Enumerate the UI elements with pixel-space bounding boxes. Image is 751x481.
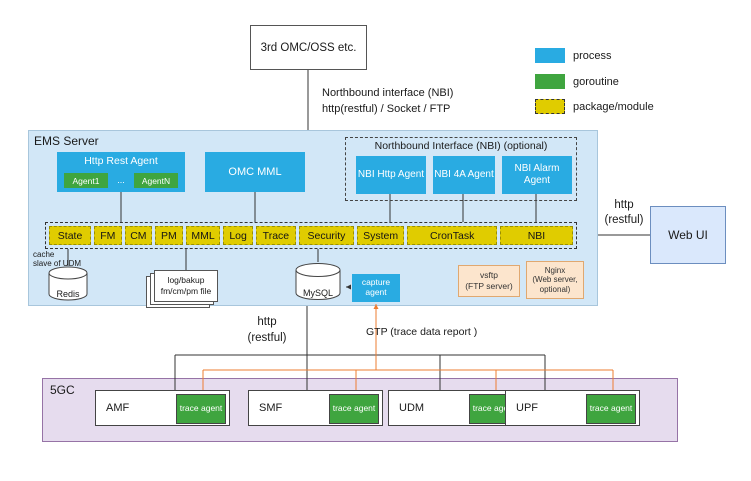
- amf-trace-agent: trace agent: [176, 394, 226, 424]
- node-smf-label: SMF: [259, 402, 283, 414]
- log-store-line1: log/bakup: [167, 275, 205, 286]
- legend-process-swatch: [535, 48, 565, 63]
- node-amf: AMF trace agent: [95, 390, 230, 426]
- nginx-box: Nginx (Web server, optional): [526, 261, 584, 299]
- south-link-label: http (restful): [232, 314, 302, 346]
- legend-goroutine-label: goroutine: [573, 76, 619, 88]
- nbi-link-label: Northbound interface (NBI) http(restful)…: [322, 85, 453, 117]
- redis-label: Redis: [56, 289, 80, 299]
- web-ui-box: Web UI: [650, 206, 726, 264]
- module-security: Security: [299, 226, 354, 245]
- nginx-line1: Nginx: [544, 265, 566, 275]
- ems-server-title: EMS Server: [34, 134, 99, 148]
- redis-note: cache slave of UDM: [33, 250, 81, 268]
- webui-link-line1: http: [614, 199, 634, 211]
- redis-note-line1: cache: [33, 250, 55, 259]
- mysql-label: MySQL: [302, 288, 333, 298]
- module-crontask: CronTask: [407, 226, 497, 245]
- legend-package-label: package/module: [573, 101, 654, 113]
- omc-mml-box: OMC MML: [205, 152, 305, 192]
- log-store-line2: fm/cm/pm file: [160, 286, 212, 296]
- third-party-omc-box: 3rd OMC/OSS etc.: [250, 25, 367, 70]
- node-udm: UDM trace agent: [388, 390, 523, 426]
- agent1-chip: Agent1: [64, 173, 108, 188]
- legend-package-swatch: [535, 99, 565, 114]
- module-system: System: [356, 226, 405, 245]
- third-party-omc-label: 3rd OMC/OSS etc.: [260, 41, 357, 54]
- file-page-front: log/bakup fm/cm/pm file: [154, 270, 218, 302]
- nginx-line3: optional): [539, 284, 571, 294]
- nbi-4a-agent-box: NBI 4A Agent: [433, 156, 495, 194]
- vsftp-line1: vsftp: [480, 270, 498, 281]
- redis-cylinder: Redis: [48, 266, 88, 302]
- vsftp-line2: (FTP server): [465, 281, 513, 291]
- nbi-group: Northbound Interface (NBI) (optional) NB…: [345, 137, 577, 201]
- upf-trace-agent: trace agent: [586, 394, 636, 424]
- mysql-cylinder: MySQL: [295, 262, 341, 302]
- webui-link-line2: (restful): [604, 214, 644, 226]
- module-mml: MML: [185, 226, 221, 245]
- gtp-label: GTP (trace data report ): [366, 326, 478, 338]
- vsftp-box: vsftp (FTP server): [458, 265, 520, 297]
- http-rest-agent-box: Http Rest Agent Agent1 ... AgentN: [57, 152, 185, 192]
- module-nbi: NBI: [499, 226, 573, 245]
- nbi-http-agent-box: NBI Http Agent: [356, 156, 426, 194]
- smf-trace-agent: trace agent: [329, 394, 379, 424]
- node-udm-label: UDM: [399, 402, 425, 414]
- node-amf-label: AMF: [106, 402, 130, 414]
- nbi-link-line2: http(restful) / Socket / FTP: [322, 103, 451, 115]
- module-trace: Trace: [255, 226, 297, 245]
- agentN-chip: AgentN: [134, 173, 178, 188]
- omc-mml-label: OMC MML: [228, 166, 282, 178]
- nbi-alarm-agent-box: NBI Alarm Agent: [502, 156, 572, 194]
- module-pm: PM: [155, 226, 183, 245]
- module-fm: FM: [94, 226, 122, 245]
- agent-dots: ...: [117, 174, 125, 185]
- legend-goroutine-swatch: [535, 74, 565, 89]
- capture-agent-box: capture agent: [352, 274, 400, 302]
- redis-note-line2: slave of UDM: [33, 259, 82, 268]
- http-rest-agent-title: Http Rest Agent: [84, 155, 158, 167]
- webui-link-label: http (restful): [598, 198, 650, 228]
- web-ui-label: Web UI: [668, 228, 708, 242]
- node-upf: UPF trace agent: [505, 390, 640, 426]
- legend-process-label: process: [573, 50, 612, 62]
- module-row: State FM CM PM MML Log Trace Security Sy…: [45, 222, 577, 249]
- south-link-line2: (restful): [247, 332, 287, 344]
- module-state: State: [49, 226, 92, 245]
- south-link-line1: http: [257, 316, 277, 328]
- nbi-group-title: Northbound Interface (NBI) (optional): [374, 140, 548, 152]
- module-cm: CM: [124, 226, 153, 245]
- nginx-line2: (Web server,: [532, 275, 578, 285]
- core-5gc-title: 5GC: [50, 383, 75, 397]
- node-upf-label: UPF: [516, 402, 538, 414]
- log-file-stack: log/bakup fm/cm/pm file: [146, 270, 220, 308]
- nbi-link-line1: Northbound interface (NBI): [322, 87, 454, 99]
- node-smf: SMF trace agent: [248, 390, 383, 426]
- module-log: Log: [223, 226, 253, 245]
